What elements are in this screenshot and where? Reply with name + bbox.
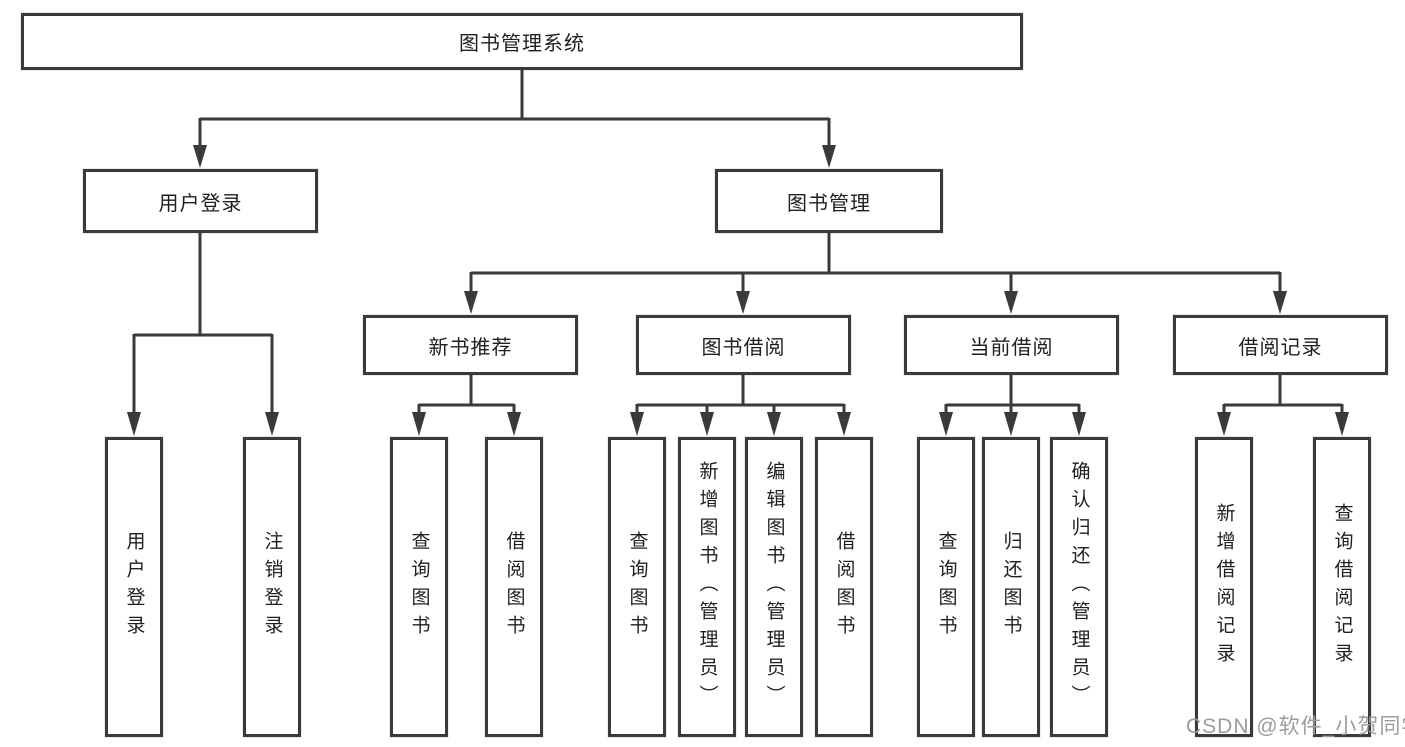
node-root-system: 图书管理系统 (21, 13, 1023, 70)
leaf-user-login: 用户登录 (105, 437, 163, 737)
leaf-label: 确认归还（管理员） (1068, 461, 1090, 713)
leaf-label: 查询图书 (935, 531, 957, 643)
leaf-label: 新增借阅记录 (1213, 503, 1235, 671)
node-label: 图书借阅 (701, 336, 786, 359)
node-book-borrow: 图书借阅 (636, 315, 851, 375)
leaf-label: 归还图书 (1000, 531, 1022, 643)
leaf-logout: 注销登录 (243, 437, 301, 737)
leaf-borrow-book-1: 借阅图书 (485, 437, 543, 737)
leaf-add-book-admin: 新增图书（管理员） (678, 437, 736, 737)
node-current-borrow: 当前借阅 (904, 315, 1119, 375)
leaf-label: 注销登录 (261, 531, 283, 643)
node-root-label: 图书管理系统 (459, 33, 585, 55)
leaf-query-borrow-record: 查询借阅记录 (1313, 437, 1371, 737)
node-book-management: 图书管理 (715, 169, 943, 233)
node-label: 图书管理 (787, 192, 871, 215)
leaf-label: 借阅图书 (503, 531, 525, 643)
leaf-label: 查询借阅记录 (1331, 503, 1353, 671)
node-label: 用户登录 (158, 192, 243, 215)
leaf-query-book-2: 查询图书 (608, 437, 666, 737)
leaf-return-book: 归还图书 (982, 437, 1040, 737)
leaf-label: 编辑图书（管理员） (763, 461, 785, 713)
node-user-login: 用户登录 (83, 169, 318, 233)
leaf-label: 查询图书 (408, 531, 430, 643)
leaf-label: 查询图书 (626, 531, 648, 643)
csdn-watermark: CSDN @软件_小贺同学 (1186, 715, 1405, 738)
node-borrow-record: 借阅记录 (1173, 315, 1388, 375)
node-new-book-recommend: 新书推荐 (363, 315, 578, 375)
leaf-borrow-book-2: 借阅图书 (815, 437, 873, 737)
leaf-label: 借阅图书 (833, 531, 855, 643)
node-label: 借阅记录 (1238, 336, 1323, 359)
leaf-query-book-3: 查询图书 (917, 437, 975, 737)
leaf-label: 用户登录 (123, 531, 145, 643)
leaf-label: 新增图书（管理员） (696, 461, 718, 713)
leaf-query-book-1: 查询图书 (390, 437, 448, 737)
leaf-confirm-return-admin: 确认归还（管理员） (1050, 437, 1108, 737)
leaf-edit-book-admin: 编辑图书（管理员） (745, 437, 803, 737)
node-label: 新书推荐 (428, 336, 513, 359)
node-label: 当前借阅 (969, 336, 1054, 359)
leaf-add-borrow-record: 新增借阅记录 (1195, 437, 1253, 737)
